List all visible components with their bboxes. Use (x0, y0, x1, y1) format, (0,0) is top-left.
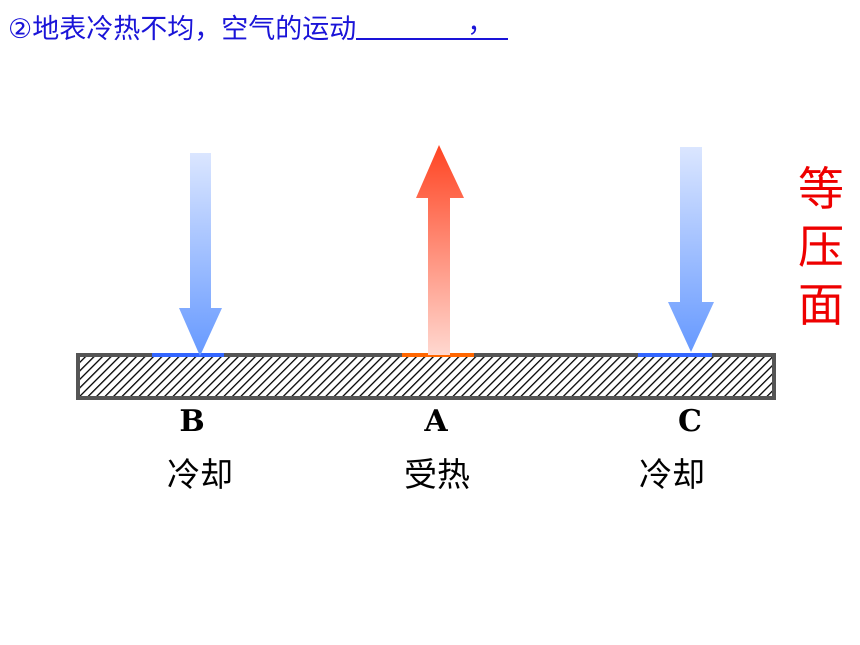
sinking-arrow-b (179, 153, 222, 356)
answer-blank[interactable]: ， (356, 6, 509, 40)
ground-surface (76, 353, 776, 400)
rising-arrow-a (416, 145, 464, 355)
question-text: ②地表冷热不均，空气的运动 ， (8, 6, 509, 50)
point-b-letter: B (179, 404, 205, 439)
point-a-letter: A (424, 404, 448, 439)
sinking-arrow-c (668, 147, 714, 352)
point-b-status: 冷却 (167, 455, 233, 494)
question-prompt: ②地表冷热不均，空气的运动 (8, 14, 357, 45)
blank-punctuation: ， (467, 8, 495, 39)
isobar-label: 等 压 面 (796, 160, 846, 334)
point-a-status: 受热 (404, 455, 470, 494)
point-c-status: 冷却 (639, 455, 705, 494)
isobar-char-2: 压 (798, 220, 844, 274)
isobar-char-1: 等 (798, 162, 844, 216)
isobar-char-3: 面 (798, 278, 844, 332)
point-c-letter: C (678, 404, 702, 439)
